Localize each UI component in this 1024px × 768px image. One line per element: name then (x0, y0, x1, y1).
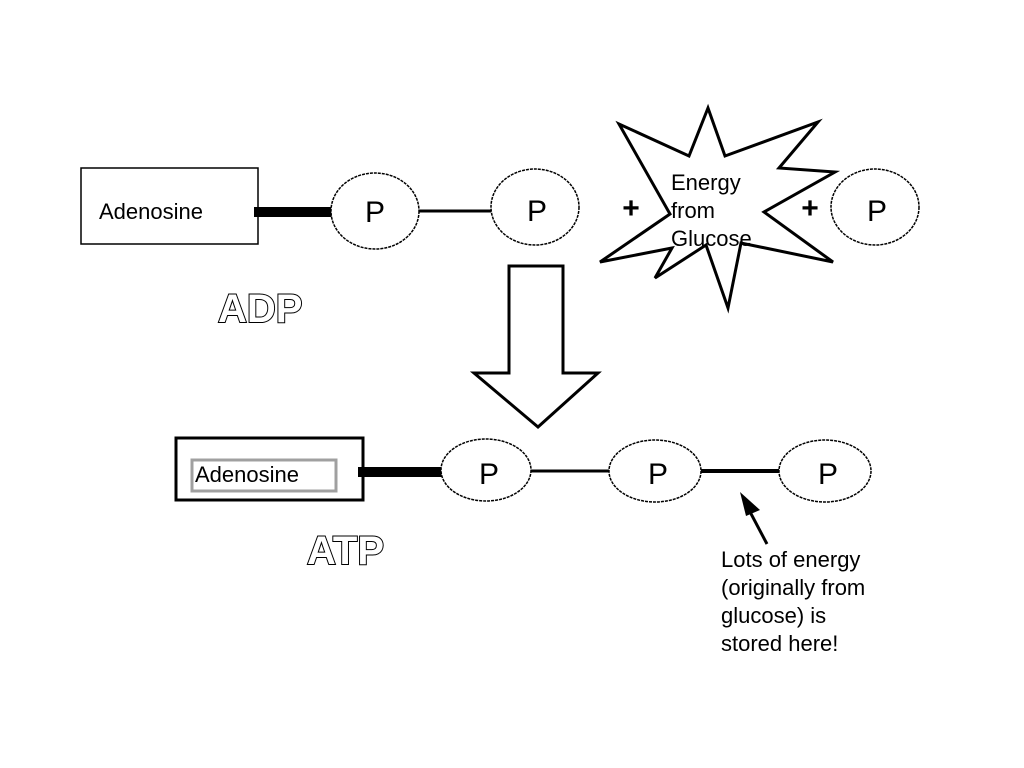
energy-text-line-2: from (671, 198, 715, 223)
atp-phosphate-3-label: P (818, 458, 838, 491)
reaction: + Energy from Glucose + P (599, 103, 920, 314)
energy-text-line-1: Energy (671, 170, 741, 195)
annotation-arrowhead-icon (740, 492, 760, 516)
down-arrow-icon (469, 264, 602, 429)
annotation-line-3: glucose) is (721, 603, 826, 628)
energy-burst-icon (599, 103, 841, 314)
annotation-arrow-shaft (746, 507, 769, 545)
plus-sign-2: + (801, 192, 819, 225)
atp-molecule: Adenosine P P P ATP (174, 436, 872, 574)
energy-annotation: Lots of energy (originally from glucose)… (721, 492, 865, 656)
free-phosphate (830, 168, 920, 246)
adp-label: ADP (218, 287, 302, 331)
adp-phosphate-2 (490, 168, 580, 246)
atp-phosphate-1-label: P (479, 458, 499, 491)
energy-text-line-3: Glucose (671, 226, 752, 251)
adp-phosphate-1-label: P (365, 196, 385, 229)
annotation-line-2: (originally from (721, 575, 865, 600)
annotation-line-4: stored here! (721, 631, 838, 656)
adp-adenosine-label: Adenosine (99, 199, 203, 224)
atp-label: ATP (307, 529, 384, 573)
free-phosphate-label: P (867, 195, 887, 228)
atp-phosphate-3 (778, 439, 872, 503)
adp-adenosine-box (80, 167, 259, 245)
atp-phosphate-2-label: P (648, 458, 668, 491)
annotation-line-1: Lots of energy (721, 547, 860, 572)
adp-molecule: Adenosine P P ADP (80, 167, 580, 332)
atp-adenosine-label: Adenosine (195, 462, 299, 487)
atp-adenosine-inner-box (190, 458, 338, 493)
plus-sign-1: + (622, 192, 640, 225)
adp-phosphate-2-label: P (527, 195, 547, 228)
